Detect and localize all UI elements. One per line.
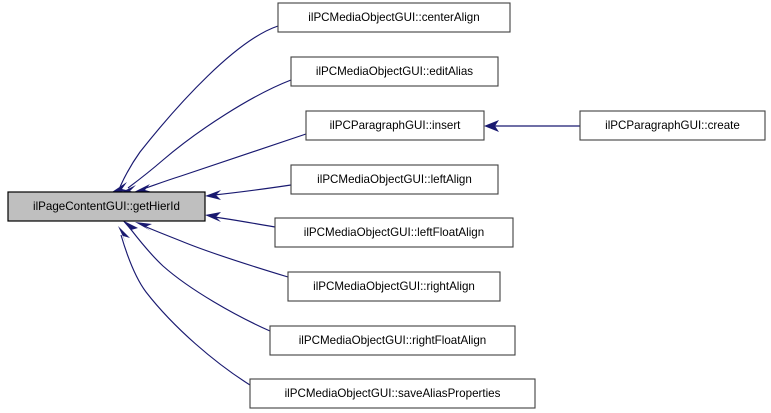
edge-leftAlign-to-getHierId: [205, 184, 292, 200]
graph-node-centerAlign[interactable]: ilPCMediaObjectGUI::centerAlign: [277, 2, 511, 33]
node-box[interactable]: [290, 164, 499, 195]
arrowhead-icon: [120, 185, 138, 193]
arrowhead-icon: [112, 182, 130, 192]
edge-line: [213, 184, 292, 196]
edge-centerAlign-to-getHierId: [112, 25, 279, 192]
edge-line: [120, 234, 251, 386]
node-box[interactable]: [305, 110, 485, 141]
node-box[interactable]: [7, 191, 206, 222]
node-label: ilPCMediaObjectGUI::leftFloatAlign: [304, 226, 484, 239]
graph-node-leftFloatAlign[interactable]: ilPCMediaObjectGUI::leftFloatAlign: [274, 217, 514, 248]
edge-create-to-insert: [484, 120, 580, 132]
edge-line: [127, 79, 292, 189]
node-label: ilPCMediaObjectGUI::leftAlign: [317, 173, 472, 186]
arrowhead-icon: [484, 120, 499, 132]
graph-node-insert[interactable]: ilPCParagraphGUI::insert: [305, 110, 485, 141]
edge-line: [119, 25, 279, 188]
node-box[interactable]: [269, 325, 516, 356]
graph-node-rightAlign[interactable]: ilPCMediaObjectGUI::rightAlign: [287, 271, 501, 302]
node-label: ilPCParagraphGUI::create: [605, 119, 740, 132]
arrowhead-icon: [135, 222, 152, 231]
node-label: ilPageContentGUI::getHierId: [33, 200, 180, 213]
arrowhead-icon: [122, 220, 138, 236]
graph-node-editAlias[interactable]: ilPCMediaObjectGUI::editAlias: [290, 56, 499, 87]
arrowhead-icon: [134, 184, 152, 192]
node-box[interactable]: [277, 2, 511, 33]
nodes-layer: ilPageContentGUI::getHierIdilPCMediaObje…: [7, 2, 766, 409]
graph-node-saveAliasProperties[interactable]: ilPCMediaObjectGUI::saveAliasProperties: [249, 378, 536, 409]
graph-node-getHierId[interactable]: ilPageContentGUI::getHierId: [7, 191, 206, 222]
edge-line: [213, 216, 276, 228]
arrowhead-icon: [205, 190, 221, 200]
edge-rightAlign-to-getHierId: [135, 222, 289, 278]
edge-rightFloatAlign-to-getHierId: [122, 220, 271, 332]
edge-insert-to-getHierId: [134, 133, 307, 192]
edge-line: [128, 226, 271, 332]
edge-line: [143, 225, 289, 278]
arrowhead-icon: [118, 226, 130, 243]
edge-editAlias-to-getHierId: [120, 79, 292, 193]
node-label: ilPCMediaObjectGUI::rightFloatAlign: [299, 334, 487, 347]
node-box[interactable]: [579, 110, 766, 141]
node-box[interactable]: [290, 56, 499, 87]
graph-node-rightFloatAlign[interactable]: ilPCMediaObjectGUI::rightFloatAlign: [269, 325, 516, 356]
node-label: ilPCMediaObjectGUI::saveAliasProperties: [285, 387, 501, 400]
graph-node-create[interactable]: ilPCParagraphGUI::create: [579, 110, 766, 141]
node-box[interactable]: [274, 217, 514, 248]
edges-layer: [112, 25, 580, 386]
arrowhead-icon: [205, 212, 221, 222]
node-label: ilPCParagraphGUI::insert: [330, 119, 462, 132]
edge-line: [142, 133, 307, 190]
node-label: ilPCMediaObjectGUI::rightAlign: [313, 280, 475, 293]
graph-node-leftAlign[interactable]: ilPCMediaObjectGUI::leftAlign: [290, 164, 499, 195]
edge-leftFloatAlign-to-getHierId: [205, 212, 276, 228]
edge-saveAliasProperties-to-getHierId: [118, 226, 251, 386]
node-label: ilPCMediaObjectGUI::editAlias: [316, 65, 473, 78]
node-box[interactable]: [249, 378, 536, 409]
node-box[interactable]: [287, 271, 501, 302]
node-label: ilPCMediaObjectGUI::centerAlign: [308, 11, 479, 24]
